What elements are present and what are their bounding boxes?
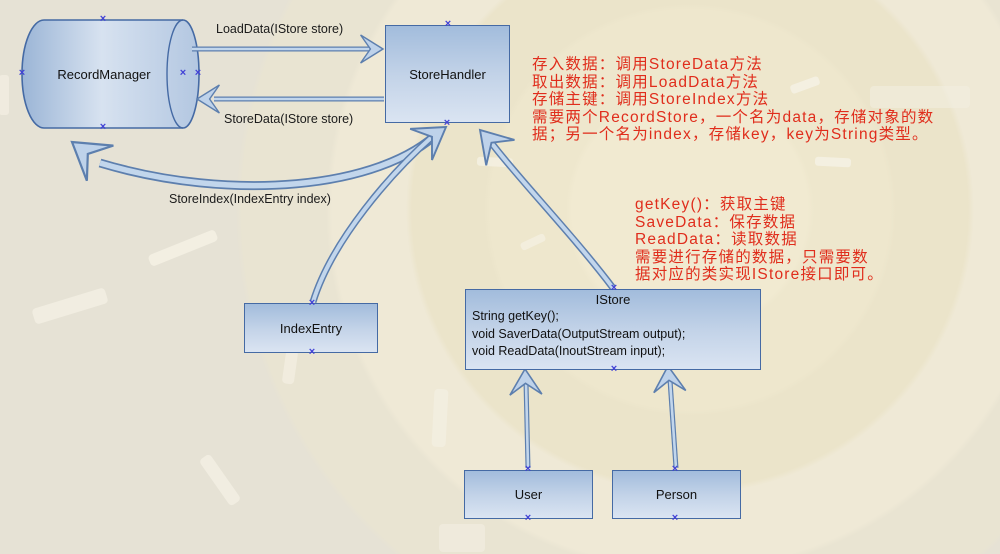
- index-entry-node[interactable]: IndexEntry: [244, 303, 378, 353]
- istore-node[interactable]: IStore String getKey(); void SaverData(O…: [465, 289, 761, 370]
- arrow-user-to-istore[interactable]: [509, 367, 543, 469]
- connection-point-icon[interactable]: ×: [671, 512, 679, 525]
- connection-point-icon[interactable]: ×: [610, 282, 618, 295]
- store-handler-label: StoreHandler: [409, 66, 486, 82]
- connection-point-icon[interactable]: ×: [671, 463, 679, 476]
- connection-point-icon[interactable]: ×: [610, 363, 618, 376]
- store-handler-note: 存入数据：调用StoreData方法 取出数据：调用LoadData方法 存储主…: [532, 56, 935, 144]
- istore-member-readdata: void ReadData(InoutStream input);: [472, 344, 666, 358]
- istore-title: IStore: [595, 292, 631, 307]
- store-data-edge-label: StoreData(IStore store): [224, 112, 354, 126]
- arrow-istore-to-storehandler[interactable]: [466, 117, 616, 291]
- istore-member-getkey: String getKey();: [472, 309, 559, 323]
- connection-point-icon[interactable]: ×: [194, 67, 202, 80]
- user-label: User: [514, 487, 543, 502]
- store-handler-node[interactable]: StoreHandler: [385, 25, 510, 123]
- load-data-edge-label: LoadData(IStore store): [216, 22, 344, 36]
- connection-point-icon[interactable]: ×: [444, 18, 452, 31]
- arrow-indexentry-to-storehandler[interactable]: [309, 111, 457, 304]
- connection-point-icon[interactable]: ×: [443, 117, 451, 130]
- person-label: Person: [655, 487, 698, 502]
- store-index-edge-label: StoreIndex(IndexEntry index): [169, 192, 331, 206]
- istore-note: getKey()：获取主键 SaveData：保存数据 ReadData：读取数…: [635, 196, 884, 284]
- user-node[interactable]: User: [464, 470, 593, 519]
- record-manager-shape[interactable]: [21, 19, 200, 129]
- connection-point-icon[interactable]: ×: [99, 121, 107, 134]
- arrow-load-data[interactable]: [192, 34, 385, 64]
- connection-point-icon[interactable]: ×: [524, 463, 532, 476]
- istore-member-saverdata: void SaverData(OutputStream output);: [472, 326, 686, 341]
- person-node[interactable]: Person: [612, 470, 741, 519]
- connection-point-icon[interactable]: ×: [308, 346, 316, 359]
- connection-point-icon[interactable]: ×: [179, 67, 187, 80]
- connection-point-icon[interactable]: ×: [308, 297, 316, 310]
- connection-point-icon[interactable]: ×: [524, 512, 532, 525]
- connection-point-icon[interactable]: ×: [18, 67, 26, 80]
- arrow-store-data[interactable]: [195, 84, 384, 114]
- connection-point-icon[interactable]: ×: [99, 13, 107, 26]
- arrow-person-to-istore[interactable]: [652, 364, 687, 469]
- index-entry-label: IndexEntry: [279, 320, 343, 336]
- arrow-store-index[interactable]: [59, 124, 444, 191]
